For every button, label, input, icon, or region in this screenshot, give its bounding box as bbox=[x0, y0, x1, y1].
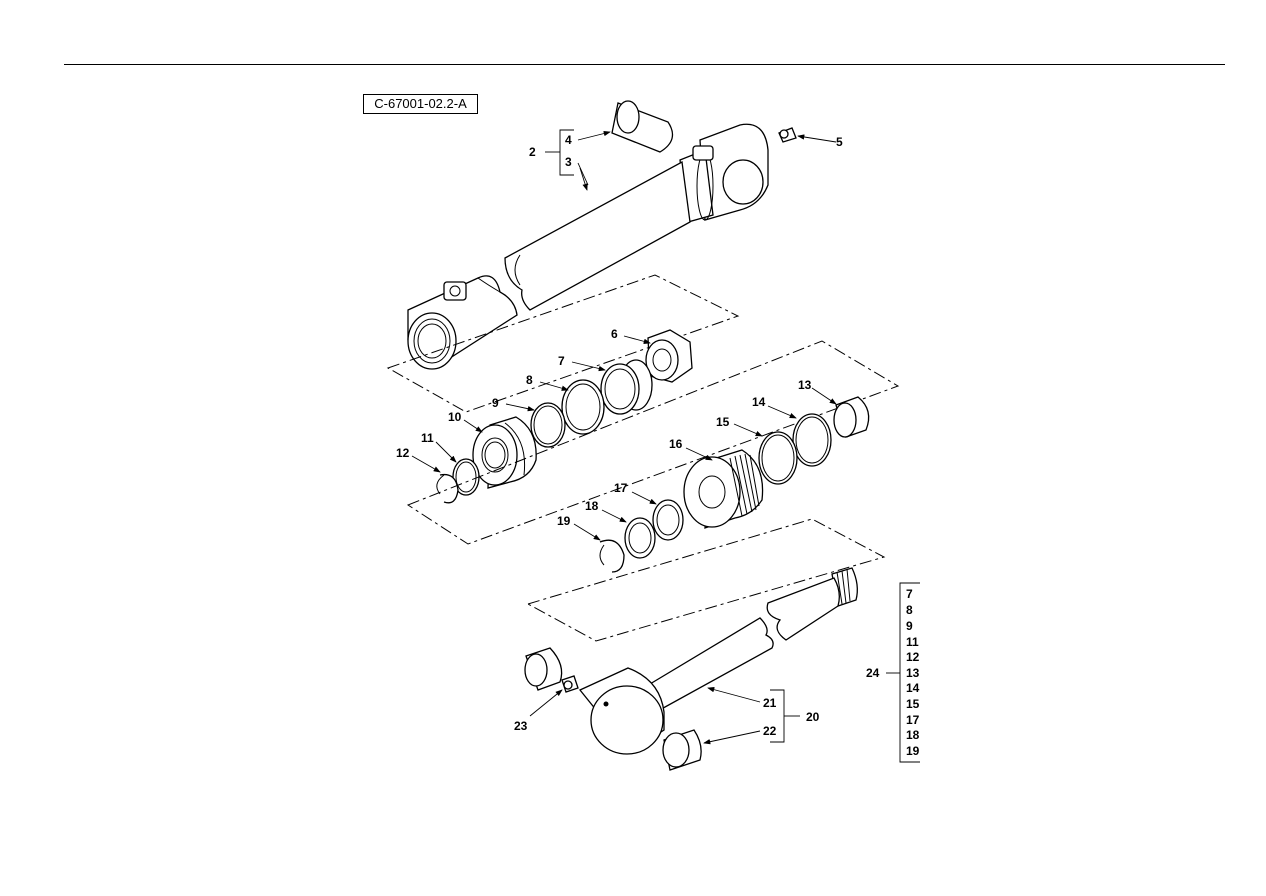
callout-11: 11 bbox=[421, 431, 434, 445]
grease-fitting-5 bbox=[778, 127, 797, 143]
kit-item: 8 bbox=[906, 603, 913, 617]
callout-5: 5 bbox=[836, 135, 843, 149]
kit-item: 11 bbox=[906, 635, 919, 649]
wiper-17 bbox=[652, 499, 684, 541]
kit-item: 13 bbox=[906, 666, 920, 680]
kit-item: 15 bbox=[906, 697, 920, 711]
kit-item: 12 bbox=[906, 650, 920, 664]
retaining-ring-12 bbox=[436, 473, 459, 504]
lock-nut-6 bbox=[645, 329, 693, 383]
seal-18 bbox=[624, 517, 656, 559]
callout-2: 2 bbox=[529, 145, 536, 159]
dash-group-3 bbox=[526, 518, 886, 642]
kit-item: 19 bbox=[906, 744, 920, 758]
callout-4: 4 bbox=[565, 133, 572, 147]
callout-20: 20 bbox=[806, 710, 820, 724]
figure-id-box: C-67001-02.2-A bbox=[363, 94, 478, 114]
wear-ring-7 bbox=[600, 359, 653, 415]
dash-group-1 bbox=[386, 274, 740, 413]
bushing-4 bbox=[611, 100, 674, 153]
callout-21: 21 bbox=[763, 696, 777, 710]
cylinder-barrel bbox=[407, 123, 769, 370]
callout-7: 7 bbox=[558, 354, 565, 368]
bushing-22 bbox=[662, 729, 702, 771]
leader-lines bbox=[411, 130, 837, 745]
callout-8: 8 bbox=[526, 373, 533, 387]
bracket-20 bbox=[770, 689, 800, 743]
bushing-rod-end bbox=[524, 647, 563, 691]
header-rule bbox=[64, 64, 1225, 65]
kit-24-list: 7 8 9 11 12 13 14 15 17 18 19 bbox=[906, 587, 920, 758]
piston-10 bbox=[472, 416, 537, 489]
gland-16 bbox=[683, 449, 764, 529]
ring-14 bbox=[792, 413, 832, 467]
piston-rod bbox=[578, 567, 858, 755]
callout-23: 23 bbox=[514, 719, 528, 733]
callout-15: 15 bbox=[716, 415, 730, 429]
callout-10: 10 bbox=[448, 410, 462, 424]
grease-fitting-23 bbox=[561, 675, 579, 693]
callout-16: 16 bbox=[669, 437, 683, 451]
callout-labels: 2 3 4 5 6 7 8 9 10 11 12 13 14 15 16 17 … bbox=[396, 133, 880, 738]
kit-item: 18 bbox=[906, 728, 920, 742]
snap-ring-19 bbox=[599, 539, 625, 573]
callout-3: 3 bbox=[565, 155, 572, 169]
callout-18: 18 bbox=[585, 499, 599, 513]
bracket-2 bbox=[545, 129, 574, 176]
o-ring-9 bbox=[530, 402, 566, 448]
bracket-24 bbox=[886, 582, 920, 763]
bushing-13 bbox=[833, 396, 870, 438]
callout-24: 24 bbox=[866, 666, 880, 680]
callout-17: 17 bbox=[614, 481, 628, 495]
callout-6: 6 bbox=[611, 327, 618, 341]
kit-item: 14 bbox=[906, 681, 920, 695]
callout-9: 9 bbox=[492, 396, 499, 410]
o-ring-15 bbox=[758, 431, 798, 485]
callout-12: 12 bbox=[396, 446, 410, 460]
kit-item: 17 bbox=[906, 713, 920, 727]
kit-item: 9 bbox=[906, 619, 913, 633]
kit-item: 7 bbox=[906, 587, 913, 601]
piston-seal-8 bbox=[561, 379, 605, 435]
callout-19: 19 bbox=[557, 514, 571, 528]
dash-group-2 bbox=[406, 340, 900, 545]
callout-14: 14 bbox=[752, 395, 766, 409]
callout-13: 13 bbox=[798, 378, 812, 392]
callout-22: 22 bbox=[763, 724, 777, 738]
